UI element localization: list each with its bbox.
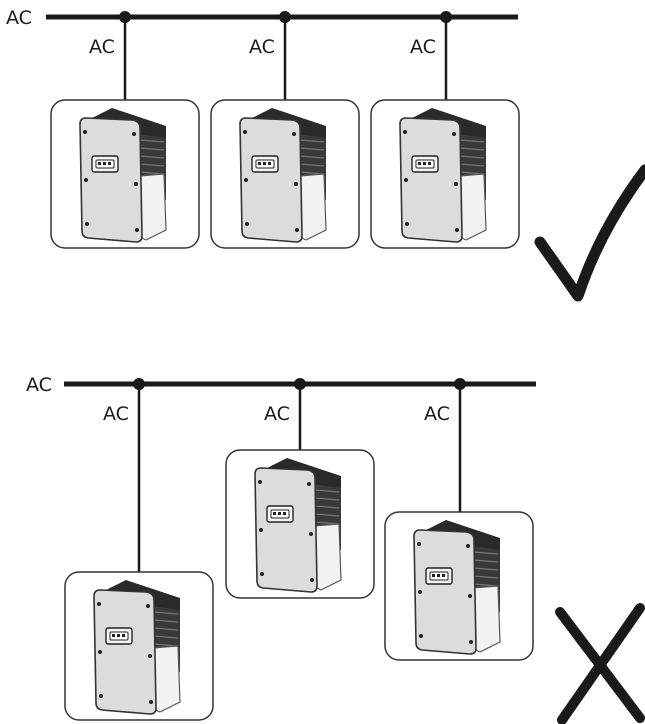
- branch-label: AC: [103, 403, 129, 425]
- branch-1: AC: [64, 378, 214, 721]
- branch-2: AC: [225, 378, 375, 599]
- branch-label: AC: [89, 36, 115, 58]
- branch-label: AC: [249, 36, 275, 58]
- branch-label: AC: [264, 403, 290, 425]
- ac-bus-label: AC: [26, 374, 52, 396]
- inverter-icon: [254, 457, 342, 593]
- inverter-icon: [239, 107, 327, 243]
- branch-1: AC: [50, 11, 200, 249]
- branch-3: AC: [370, 11, 520, 249]
- branch-label: AC: [410, 36, 436, 58]
- branch-3: AC: [384, 378, 534, 661]
- incorrect-configuration: AC AC AC AC: [26, 374, 645, 724]
- inverter-icon: [413, 519, 501, 655]
- inverter-icon: [93, 579, 181, 715]
- cross-icon: [555, 603, 645, 724]
- branch-label: AC: [424, 403, 450, 425]
- correct-configuration: AC AC AC AC: [6, 7, 645, 302]
- checkmark-icon: [534, 164, 645, 302]
- ac-bus-label: AC: [6, 7, 32, 29]
- inverter-icon: [399, 107, 487, 243]
- inverter-icon: [79, 107, 167, 243]
- branch-2: AC: [210, 11, 360, 249]
